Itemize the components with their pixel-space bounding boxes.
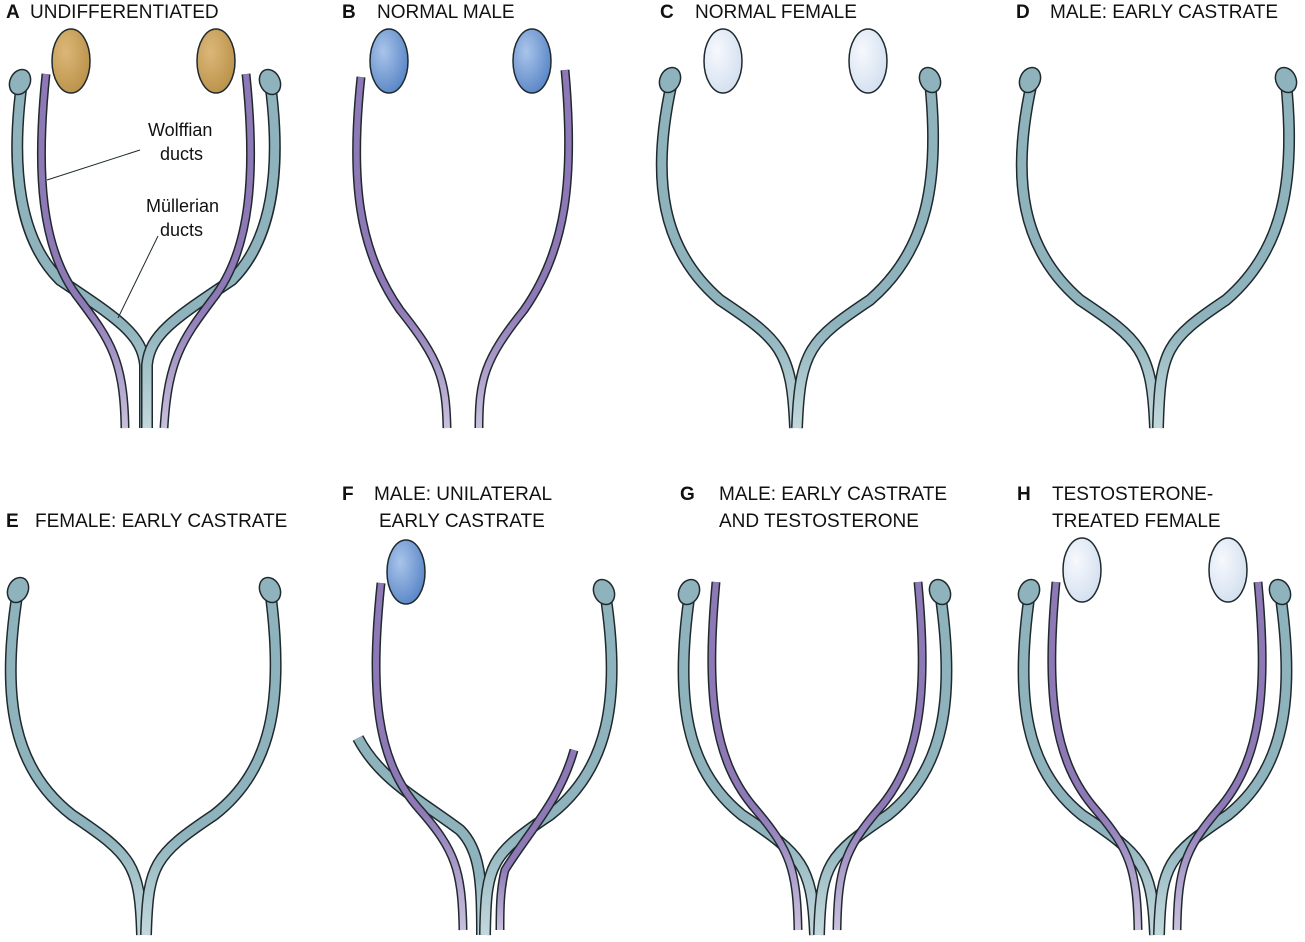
panel-a-gonad-left (51, 28, 91, 94)
panel-h-title-line-1: TESTOSTERONE- (1052, 484, 1213, 505)
panel-b-letter: B (342, 2, 356, 23)
wolffian-callout-line-1: Wolffian (148, 120, 212, 140)
panel-a-gonad-right (196, 28, 236, 94)
panel-f-title-line-1: MALE: UNILATERAL (374, 484, 552, 505)
mullerian-callout-line (117, 235, 159, 319)
wolffian-callout-line (46, 149, 141, 181)
panel-c-gonad-right (848, 28, 888, 94)
panel-d: D MALE: EARLY CASTRATE (1015, 2, 1298, 429)
panel-d-letter: D (1016, 2, 1030, 23)
panel-f: F MALE: UNILATERAL EARLY CASTRATE (342, 484, 618, 936)
panel-c-title: NORMAL FEMALE (695, 2, 857, 23)
panel-e: E FEMALE: EARLY CASTRATE (4, 511, 287, 936)
mullerian-callout-line-1: Müllerian (146, 196, 219, 216)
panel-h-title-line-2: TREATED FEMALE (1052, 511, 1221, 532)
panel-g-title-line-2: AND TESTOSTERONE (719, 511, 919, 532)
mullerian-callout-line-2: ducts (160, 220, 203, 240)
panel-a: A UNDIFFERENTIATED Wolffian ducts Müller… (6, 2, 282, 429)
panel-g-title-line-1: MALE: EARLY CASTRATE (719, 484, 947, 505)
panel-d-title: MALE: EARLY CASTRATE (1050, 2, 1278, 23)
panel-c-mullerian-right (791, 81, 940, 429)
panel-d-mullerian-right (1152, 81, 1296, 429)
panel-h-gonad-left (1062, 537, 1102, 603)
panel-c-gonad-left (703, 28, 743, 94)
panel-f-letter: F (342, 484, 354, 505)
panel-c-letter: C (660, 2, 674, 23)
panel-b-gonad-right (512, 28, 552, 94)
panel-h-gonad-right (1208, 537, 1248, 603)
panel-b-gonad-left (369, 28, 409, 94)
panel-a-ducts (8, 28, 282, 429)
panel-h-letter: H (1017, 484, 1031, 505)
wolffian-callout-line-2: ducts (160, 144, 203, 164)
panel-h: H TESTOSTERONE- TREATED FEMALE (1017, 484, 1293, 936)
panel-e-letter: E (6, 511, 19, 532)
panel-f-gonad-left (386, 539, 426, 605)
panel-b: B NORMAL MALE (342, 2, 574, 429)
panel-a-title: UNDIFFERENTIATED (30, 2, 219, 23)
panel-g: G MALE: EARLY CASTRATE AND TESTOSTERONE (677, 484, 953, 936)
panel-a-letter: A (6, 2, 20, 23)
panel-e-title: FEMALE: EARLY CASTRATE (35, 511, 287, 532)
panel-b-title: NORMAL MALE (377, 2, 515, 23)
panel-c: C NORMAL FEMALE (655, 2, 942, 429)
panel-f-title-line-2: EARLY CASTRATE (379, 511, 545, 532)
panel-g-letter: G (680, 484, 695, 505)
